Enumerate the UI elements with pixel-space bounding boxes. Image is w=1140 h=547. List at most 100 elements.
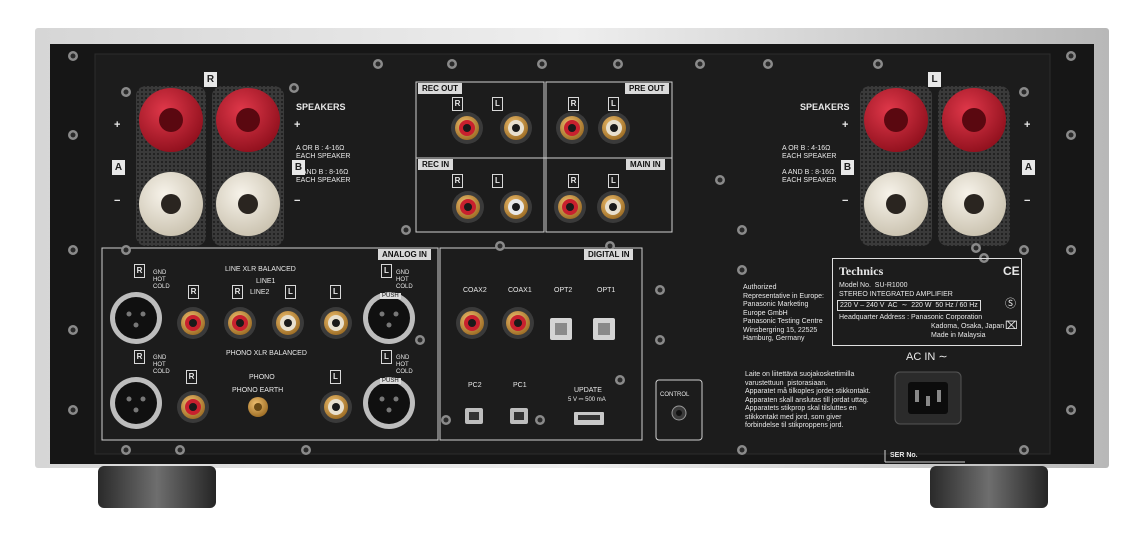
rep-line: Panasonic Marketing <box>743 301 809 308</box>
speaker-post-r-b-minus[interactable] <box>216 172 280 236</box>
rating-plate: Technics CE Model No. SU-R1000 STEREO IN… <box>832 258 1022 346</box>
hq-address-2: Kadoma, Osaka, Japan <box>931 323 1005 330</box>
update-spec: 5 V ⎓ 500 mA <box>568 397 606 403</box>
rec-out-label: REC OUT <box>418 83 462 94</box>
phono-l: L <box>330 370 341 384</box>
xlr-phono-r-jack[interactable] <box>110 377 162 429</box>
coax1-label: COAX1 <box>508 287 532 294</box>
rec-out-l: L <box>492 97 503 111</box>
label-a-right: A <box>112 160 125 175</box>
speaker-post-l-b-minus[interactable] <box>864 172 928 236</box>
rec-in-label: REC IN <box>418 159 454 170</box>
line2-l: L <box>285 285 296 299</box>
xlr-line-r: R <box>134 264 145 278</box>
pre-out-r: R <box>568 97 579 111</box>
warning-line: forbindelse til stikproppens jord. <box>745 422 844 429</box>
screw-icon <box>615 375 625 385</box>
xlr-line-l-jack[interactable] <box>363 292 415 344</box>
plus-right-a: + <box>114 119 121 131</box>
xlr-line-r-jack[interactable] <box>110 292 162 344</box>
gnd-top: GND <box>153 270 167 276</box>
coax2-jack[interactable] <box>456 307 488 339</box>
minus-left-b: − <box>842 195 849 207</box>
speaker-post-r-a-minus[interactable] <box>139 172 203 236</box>
screw-icon <box>1066 245 1076 255</box>
rec-out-r: R <box>452 97 463 111</box>
safety-mark-icon: Ⓢ <box>1005 298 1016 310</box>
rep-line: Panasonic Testing Centre <box>743 318 823 325</box>
main-in-l-jack[interactable] <box>597 191 629 223</box>
line1-l: L <box>330 285 341 299</box>
line1-l-jack[interactable] <box>320 307 352 339</box>
speakers-title-right: SPEAKERS <box>296 102 346 112</box>
hot-top-right: HOT <box>396 277 409 283</box>
hot-top: HOT <box>153 277 166 283</box>
xlr-phono-l-jack[interactable] <box>363 377 415 429</box>
coax1-jack[interactable] <box>502 307 534 339</box>
hot-bottom-right: HOT <box>396 362 409 368</box>
screw-icon <box>301 445 311 455</box>
ce-mark: CE <box>1003 264 1020 278</box>
rep-line: Hamburg, Germany <box>743 335 805 342</box>
weee-bin-icon: ⌧ <box>1005 320 1018 332</box>
rec-in-r-jack[interactable] <box>452 191 484 223</box>
pc2-label: PC2 <box>468 382 482 389</box>
pre-out-l-jack[interactable] <box>598 112 630 144</box>
screw-icon <box>68 51 78 61</box>
rec-in-l-jack[interactable] <box>500 191 532 223</box>
plus-left-b: + <box>842 119 849 131</box>
speaker-post-r-b-plus[interactable] <box>216 88 280 152</box>
main-in-r-jack[interactable] <box>554 191 586 223</box>
push-bottom: PUSH <box>380 378 401 384</box>
minus-right-b: − <box>294 195 301 207</box>
ser-no-label: SER No. <box>890 452 918 459</box>
line2-r-jack[interactable] <box>224 307 256 339</box>
phono-xlr-label: PHONO XLR BALANCED <box>226 350 307 357</box>
screw-icon <box>537 59 547 69</box>
screw-icon <box>1066 51 1076 61</box>
pre-out-r-jack[interactable] <box>556 112 588 144</box>
plus-left-a: + <box>1024 119 1031 131</box>
speaker-post-r-a-plus[interactable] <box>139 88 203 152</box>
speaker-post-l-a-plus[interactable] <box>942 88 1006 152</box>
pc1-label: PC1 <box>513 382 527 389</box>
speaker-post-l-a-minus[interactable] <box>942 172 1006 236</box>
a-and-b-right-1: A AND B : 8-16Ω <box>296 169 349 176</box>
hq-address-1: Headquarter Address : Panasonic Corporat… <box>839 314 983 321</box>
model-no: Model No. SU-R1000 <box>839 282 908 289</box>
phono-l-jack[interactable] <box>320 391 352 423</box>
a-or-b-right-1: A OR B : 4-16Ω <box>296 145 345 152</box>
phono-r-jack[interactable] <box>177 391 209 423</box>
screw-icon <box>763 59 773 69</box>
screw-icon <box>68 245 78 255</box>
screw-icon <box>495 241 505 251</box>
screw-icon <box>373 59 383 69</box>
rep-line: Representative in Europe: <box>743 292 824 300</box>
screw-icon <box>121 245 131 255</box>
channel-badge-left: L <box>928 72 941 87</box>
rec-out-r-jack[interactable] <box>451 112 483 144</box>
warning-line: Apparatets stikprop skal tilsluttes en <box>745 405 857 412</box>
push-top: PUSH <box>380 293 401 299</box>
rec-in-l: L <box>492 174 503 188</box>
label-a-left: A <box>1022 160 1035 175</box>
screw-icon <box>1066 325 1076 335</box>
pre-out-label: PRE OUT <box>625 83 669 94</box>
xlr-line-l: L <box>381 264 392 278</box>
screw-icon <box>1019 445 1029 455</box>
line2-l-jack[interactable] <box>272 307 304 339</box>
gnd-bottom-right: GND <box>396 355 410 361</box>
warning-line: Apparatet må tilkoples jordet stikkontak… <box>745 388 871 395</box>
ac-in-label: AC IN ∼ <box>906 351 948 363</box>
screw-icon <box>1019 87 1029 97</box>
a-and-b-right-2: EACH SPEAKER <box>296 177 351 184</box>
pre-out-l: L <box>608 97 619 111</box>
foot-left <box>98 466 216 508</box>
screw-icon <box>737 225 747 235</box>
screw-icon <box>441 415 451 425</box>
screw-icon <box>121 445 131 455</box>
line1-r-jack[interactable] <box>177 307 209 339</box>
rec-out-l-jack[interactable] <box>500 112 532 144</box>
speaker-post-l-b-plus[interactable] <box>864 88 928 152</box>
